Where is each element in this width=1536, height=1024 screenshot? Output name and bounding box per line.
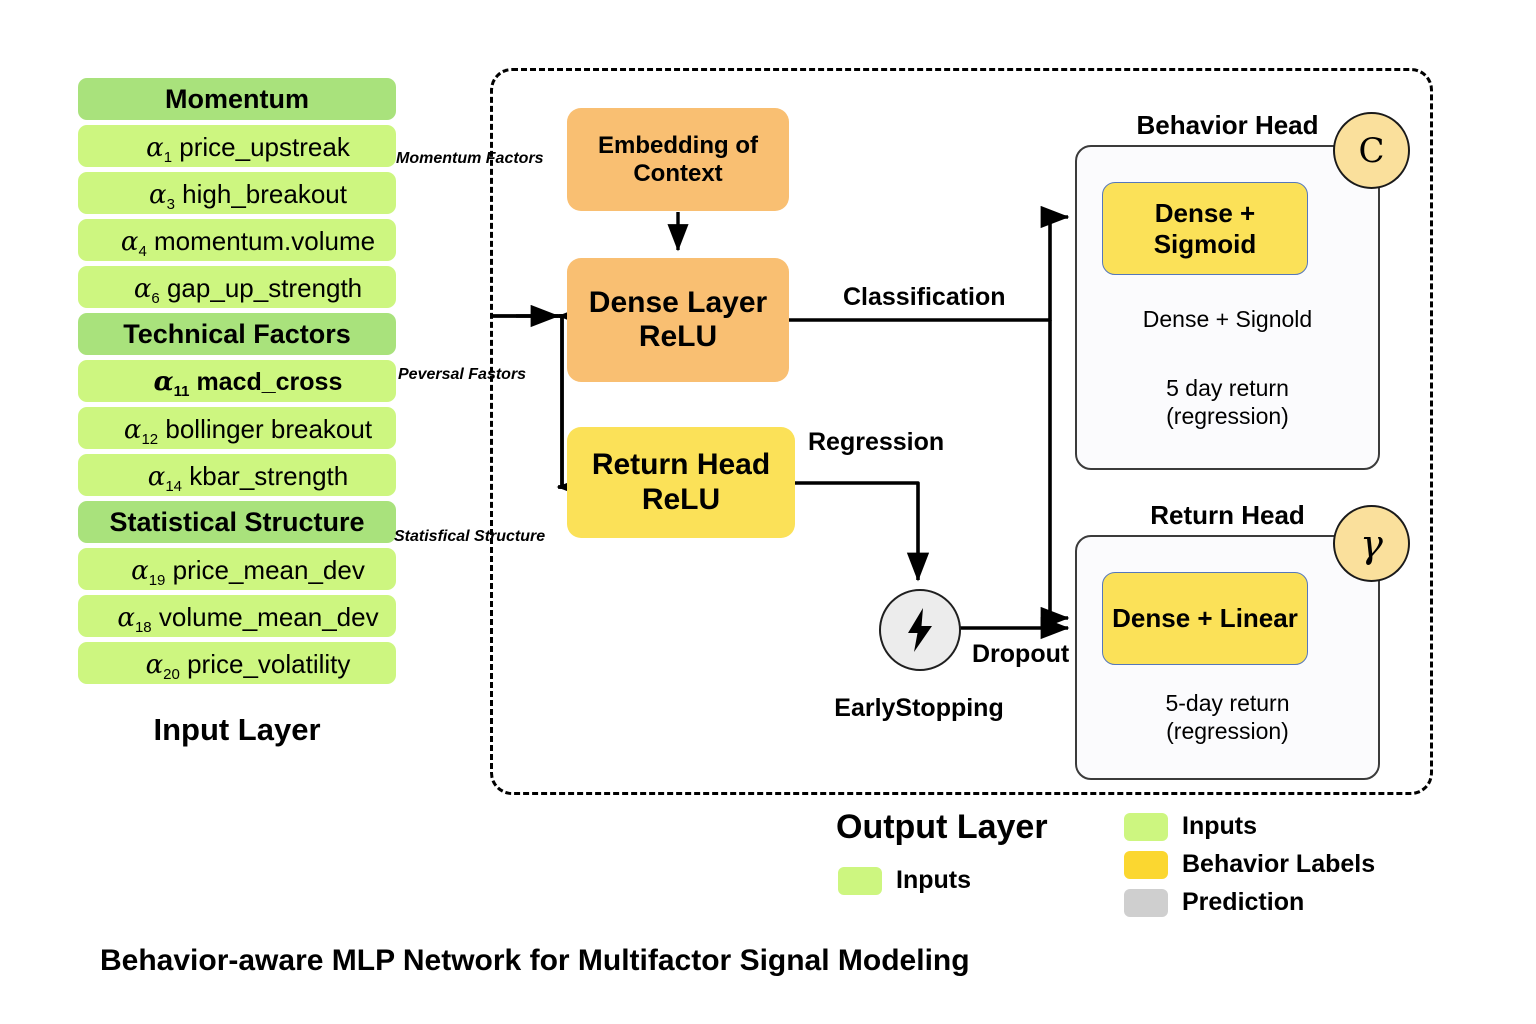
edge-label-dropout: Dropout [972,640,1070,668]
alpha-symbol: α3 [149,180,175,214]
factor-name: price_mean_dev [165,555,365,585]
alpha-symbol: α1 [146,133,173,167]
factor-item[interactable]: α1 price_upstreak [78,125,396,167]
factor-group-header: Statistical Structure [78,501,396,543]
alpha-symbol: α11 [153,367,190,401]
factor-item-text: α4 momentum.volume [78,219,418,261]
dense-linear-node[interactable]: Dense + Linear [1102,572,1308,665]
legend-swatch [1124,812,1168,841]
output-layer-legend: Inputs [838,866,971,895]
factor-item[interactable]: α6 gap_up_strength [78,266,396,308]
input-layer-label: Input Layer [153,712,321,747]
factor-item[interactable]: α20 price_volatility [78,642,396,684]
alpha-index: 6 [151,290,160,308]
edge-label-classification: Classification [843,283,1006,311]
dense-layer-relu-node[interactable]: Dense Layer ReLU [567,258,789,382]
factor-item-text: α11 macd_cross [78,360,418,402]
factor-group-side-note: Momentum Factors [396,150,544,167]
factor-item-text: α12 bollinger breakout [78,407,418,449]
return-head-title: Return Head [1150,500,1305,530]
alpha-index: 20 [163,666,180,684]
legend-label: Prediction [1182,888,1305,916]
alpha-symbol: α19 [131,556,166,590]
factor-name: high_breakout [174,179,347,209]
behavior-head-badge: C [1333,112,1410,189]
legend-row: Prediction [1124,888,1375,917]
factor-item[interactable]: α19 price_mean_dev [78,548,396,590]
return-head-badge: γ [1333,505,1410,582]
dense-sigmoid-node[interactable]: Dense + Sigmoid [1102,182,1308,275]
factor-item[interactable]: α12 bollinger breakout [78,407,396,449]
behavior-head-title: Behavior Head [1136,110,1319,140]
factor-name: bollinger breakout [158,414,373,444]
return-head-subtext-1: 5-day return (regression) [1165,690,1290,744]
lightning-bolt-icon [908,608,932,652]
factor-group-side-note: Peversal Fastors [398,366,527,383]
alpha-index: 3 [166,196,175,214]
behavior-head-subtext-2: 5 day return (regression) [1166,375,1289,429]
alpha-index: 12 [141,431,159,449]
edge-label-regression: Regression [808,428,945,456]
legend-swatch [1124,850,1168,879]
factor-item[interactable]: α4 momentum.volume [78,219,396,261]
legend-label: Inputs [1182,812,1257,840]
factor-item-text: α20 price_volatility [78,642,418,684]
alpha-index: 11 [173,383,190,401]
alpha-symbol: α12 [123,415,159,449]
factor-name: price_upstreak [172,132,350,162]
earlystopping-label: EarlyStopping [834,694,1004,722]
factor-group-header: Momentum [78,78,396,120]
factor-item[interactable]: α14 kbar_strength [78,454,396,496]
alpha-index: 18 [134,619,152,637]
factor-name: momentum.volume [146,226,376,256]
legend-row: Inputs [1124,812,1375,841]
factor-item[interactable]: α11 macd_cross [78,360,396,402]
factor-item-text: α19 price_mean_dev [78,548,418,590]
factor-item-text: α6 gap_up_strength [78,266,418,308]
figure-caption: Behavior-aware MLP Network for Multifact… [100,944,970,977]
legend-row: Behavior Labels [1124,850,1375,879]
legend-label: Behavior Labels [1182,850,1376,878]
factor-item[interactable]: α3 high_breakout [78,172,396,214]
input-layer-column: Momentum α1 price_upstreak α3 high_breakou… [78,78,396,689]
embedding-of-context-node[interactable]: Embedding of Context [567,108,789,211]
factor-item-text: α18 volume_mean_dev [78,595,418,637]
legend-swatch [1124,888,1168,917]
factor-item-text: α1 price_upstreak [78,125,418,167]
factor-group-side-note: Statisfical Structure [394,528,546,545]
alpha-symbol: α14 [147,462,183,496]
factor-name: kbar_strength [182,461,349,491]
return-head-relu-node[interactable]: Return Head ReLU [567,427,795,538]
behavior-head-subtext-1: Dense + Signold [1142,306,1313,332]
alpha-symbol: α18 [117,603,152,637]
factor-item[interactable]: α18 volume_mean_dev [78,595,396,637]
factor-item-text: α14 kbar_strength [78,454,418,496]
factor-name: gap_up_strength [159,273,363,303]
alpha-index: 4 [138,243,147,261]
legend-label-inputs: Inputs [896,866,971,894]
earlystopping-node[interactable] [879,589,961,671]
alpha-index: 1 [163,149,173,167]
factor-name: macd_cross [189,368,343,396]
factor-item-text: α3 high_breakout [78,172,418,214]
legend-swatch-inputs [838,866,882,895]
alpha-index: 14 [165,478,183,496]
factor-name: volume_mean_dev [151,602,379,632]
factor-name: price_volatility [179,649,351,679]
alpha-symbol: α4 [120,227,147,261]
output-layer-label: Output Layer [836,808,1048,846]
alpha-symbol: α6 [133,274,160,308]
alpha-index: 19 [148,572,166,590]
factor-group-header: Technical Factors [78,313,396,355]
model-container-dashed-border [490,68,1433,795]
alpha-symbol: α20 [145,650,180,684]
